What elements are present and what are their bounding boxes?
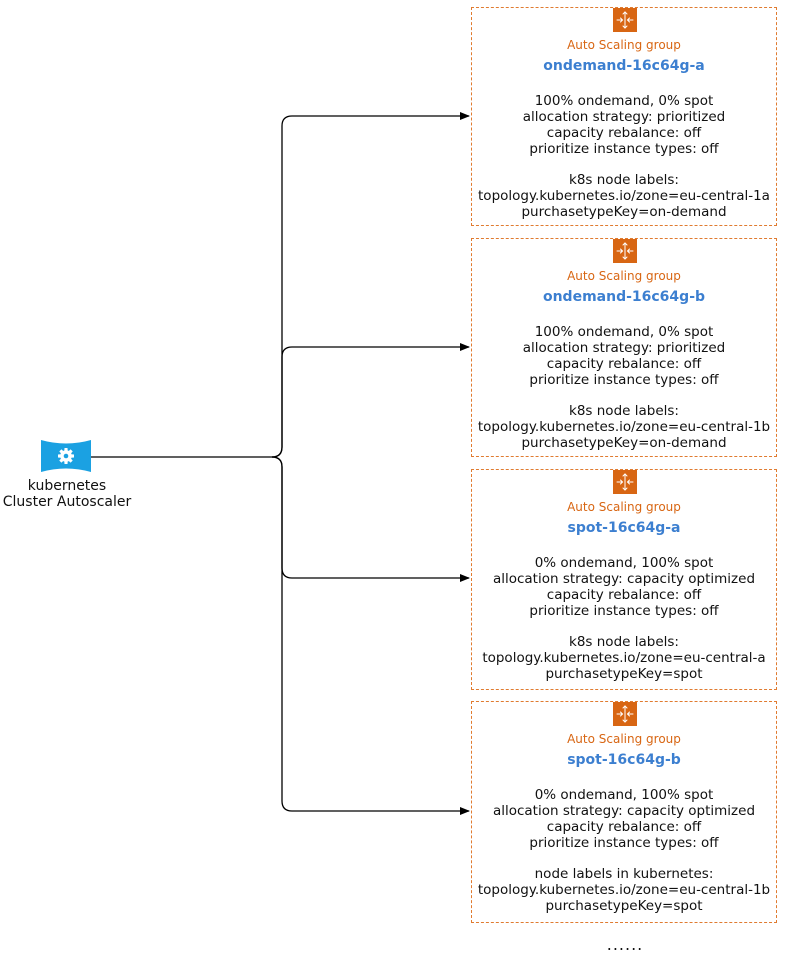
connector-to-group-4	[271, 456, 470, 815]
node-labels-header: k8s node labels:	[569, 634, 679, 650]
connector-to-group-1	[271, 112, 470, 458]
config-line: prioritize instance types: off	[529, 603, 719, 619]
cluster-autoscaler-label: kubernetes Cluster Autoscaler	[0, 478, 134, 510]
auto-scaling-group-box: Auto Scaling group ondemand-16c64g-b 100% …	[471, 238, 777, 457]
asg-type-label: Auto Scaling group	[567, 269, 681, 283]
asg-type-label: Auto Scaling group	[567, 38, 681, 52]
asg-name: spot-16c64g-b	[567, 752, 681, 768]
config-line: capacity rebalance: off	[546, 587, 702, 603]
connector-to-group-3	[271, 456, 470, 582]
node-label-line: topology.kubernetes.io/zone=eu-central-1…	[478, 188, 770, 204]
cluster-autoscaler-label-line2: Cluster Autoscaler	[2, 494, 132, 510]
auto-scaling-group-icon	[613, 702, 637, 726]
auto-scaling-group-box: Auto Scaling group spot-16c64g-b 0% ondema…	[471, 701, 777, 923]
config-line: allocation strategy: capacity optimized	[492, 803, 756, 819]
asg-node-labels: k8s node labels:topology.kubernetes.io/z…	[472, 634, 776, 682]
asg-type-label: Auto Scaling group	[567, 500, 681, 514]
auto-scaling-group-box: Auto Scaling group ondemand-16c64g-a 100% …	[471, 7, 777, 226]
config-line: 0% ondemand, 100% spot	[534, 787, 714, 803]
connector-to-group-2	[271, 343, 470, 458]
config-line: allocation strategy: prioritized	[522, 340, 726, 356]
auto-scaling-group-icon	[613, 8, 637, 32]
node-label-line: topology.kubernetes.io/zone=eu-central-a	[482, 650, 766, 666]
node-label-line: purchasetypeKey=on-demand	[521, 204, 727, 220]
config-line: allocation strategy: capacity optimized	[492, 571, 756, 587]
asg-name: spot-16c64g-a	[567, 520, 681, 536]
more-groups-ellipsis: ......	[606, 935, 644, 954]
config-line: capacity rebalance: off	[546, 356, 702, 372]
cluster-autoscaler-label-line1: kubernetes	[27, 478, 107, 494]
auto-scaling-group-icon	[613, 470, 637, 494]
asg-node-labels: node labels in kubernetes:topology.kuber…	[472, 866, 776, 914]
node-label-line: purchasetypeKey=on-demand	[521, 435, 727, 451]
asg-node-labels: k8s node labels:topology.kubernetes.io/z…	[472, 172, 776, 220]
node-label-line: purchasetypeKey=spot	[545, 666, 703, 682]
config-line: capacity rebalance: off	[546, 125, 702, 141]
config-line: prioritize instance types: off	[529, 372, 719, 388]
node-label-line: purchasetypeKey=spot	[545, 898, 703, 914]
asg-node-labels: k8s node labels:topology.kubernetes.io/z…	[472, 403, 776, 451]
config-line: 100% ondemand, 0% spot	[534, 93, 714, 109]
node-label-line: topology.kubernetes.io/zone=eu-central-1…	[477, 419, 771, 435]
node-label-line: topology.kubernetes.io/zone=eu-central-1…	[477, 882, 771, 898]
auto-scaling-group-icon	[613, 239, 637, 263]
node-labels-header: node labels in kubernetes:	[534, 866, 714, 882]
config-line: 100% ondemand, 0% spot	[534, 324, 714, 340]
asg-name: ondemand-16c64g-a	[543, 58, 705, 74]
config-line: allocation strategy: prioritized	[522, 109, 726, 125]
asg-name: ondemand-16c64g-b	[542, 289, 706, 305]
asg-type-label: Auto Scaling group	[567, 732, 681, 746]
config-line: prioritize instance types: off	[529, 141, 719, 157]
kubernetes-gear-icon	[41, 440, 91, 472]
config-line: 0% ondemand, 100% spot	[534, 555, 714, 571]
config-line: prioritize instance types: off	[529, 835, 719, 851]
node-labels-header: k8s node labels:	[569, 403, 679, 419]
node-labels-header: k8s node labels:	[569, 172, 679, 188]
auto-scaling-group-box: Auto Scaling group spot-16c64g-a 0% ondema…	[471, 469, 777, 690]
config-line: capacity rebalance: off	[546, 819, 702, 835]
